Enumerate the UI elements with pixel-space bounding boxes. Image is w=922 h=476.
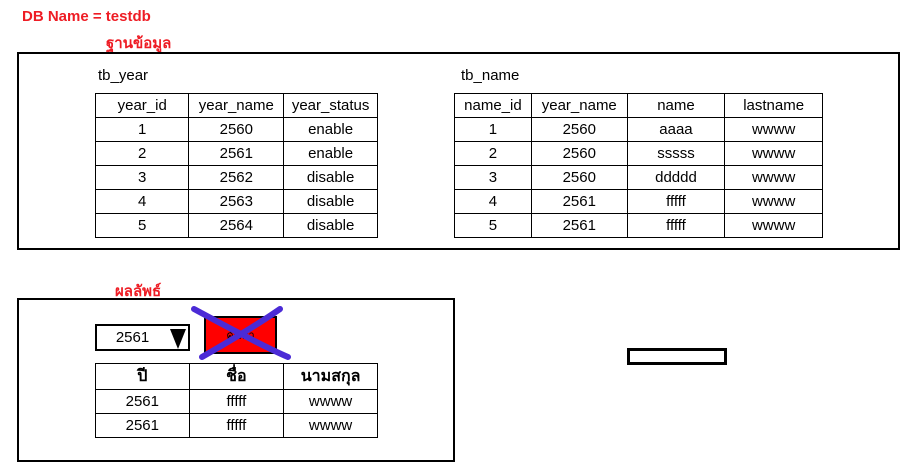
year-select[interactable]: 2561 — [95, 324, 190, 351]
empty-input-field[interactable] — [627, 348, 727, 365]
database-frame — [17, 52, 900, 250]
table-cell: wwww — [724, 189, 823, 214]
table-cell: 2561 — [530, 189, 628, 214]
table-cell: 2 — [94, 141, 190, 166]
table-cell: enable — [283, 141, 378, 166]
table-cell: fffff — [188, 389, 285, 414]
table-cell: 2560 — [530, 117, 628, 142]
table-cell: 3 — [454, 165, 532, 190]
db-name-heading: DB Name = testdb — [22, 8, 151, 25]
column-header: นามสกุล — [283, 363, 378, 390]
table-cell: 2560 — [530, 165, 628, 190]
tb-name-caption: tb_name — [461, 67, 520, 84]
column-header: name_id — [454, 93, 532, 118]
table-cell: 2561 — [95, 389, 190, 414]
table-cell: wwww — [724, 213, 823, 238]
column-header: year_id — [94, 93, 190, 118]
table-cell: disable — [283, 213, 378, 238]
table-cell: aaaa — [626, 117, 726, 142]
table-cell: 1 — [94, 117, 190, 142]
table-cell: 3 — [94, 165, 190, 190]
table-cell: fffff — [626, 213, 726, 238]
table-cell: enable — [283, 117, 378, 142]
table-cell: 2563 — [188, 189, 285, 214]
table-cell: wwww — [724, 141, 823, 166]
table-cell: 5 — [454, 213, 532, 238]
cross-out-mark-icon — [191, 306, 291, 360]
table-cell: 2561 — [95, 413, 190, 438]
table-cell: 2560 — [188, 117, 285, 142]
table-cell: wwww — [724, 117, 823, 142]
table-cell: 2561 — [188, 141, 285, 166]
table-cell: wwww — [283, 413, 378, 438]
table-cell: wwww — [283, 389, 378, 414]
table-cell: fffff — [188, 413, 285, 438]
result-frame — [17, 298, 455, 462]
table-cell: disable — [283, 189, 378, 214]
table-cell: fffff — [626, 189, 726, 214]
column-header: ชื่อ — [188, 363, 285, 390]
table-cell: 1 — [454, 117, 532, 142]
table-cell: wwww — [724, 165, 823, 190]
tb-year-caption: tb_year — [98, 67, 149, 84]
table-cell: 2564 — [188, 213, 285, 238]
year-select-value: 2561 — [115, 329, 150, 346]
column-header: lastname — [724, 93, 823, 118]
table-header-row: ปีชื่อนามสกุล — [95, 363, 378, 390]
table-cell: 4 — [94, 189, 190, 214]
column-header: year_status — [283, 93, 378, 118]
database-label: ฐานข้อมูล — [106, 35, 172, 52]
table-cell: ddddd — [626, 165, 726, 190]
column-header: year_name — [530, 93, 628, 118]
table-cell: disable — [283, 165, 378, 190]
dropdown-arrow-icon[interactable] — [170, 328, 186, 350]
table-cell: 2562 — [188, 165, 285, 190]
table-cell: 5 — [94, 213, 190, 238]
table-cell: 4 — [454, 189, 532, 214]
table-cell: 2560 — [530, 141, 628, 166]
result-label: ผลลัพธ์ — [115, 283, 162, 300]
column-header: name — [626, 93, 726, 118]
column-header: year_name — [188, 93, 285, 118]
table-cell: sssss — [626, 141, 726, 166]
table-cell: 2561 — [530, 213, 628, 238]
table-cell: 2 — [454, 141, 532, 166]
column-header: ปี — [95, 363, 190, 390]
